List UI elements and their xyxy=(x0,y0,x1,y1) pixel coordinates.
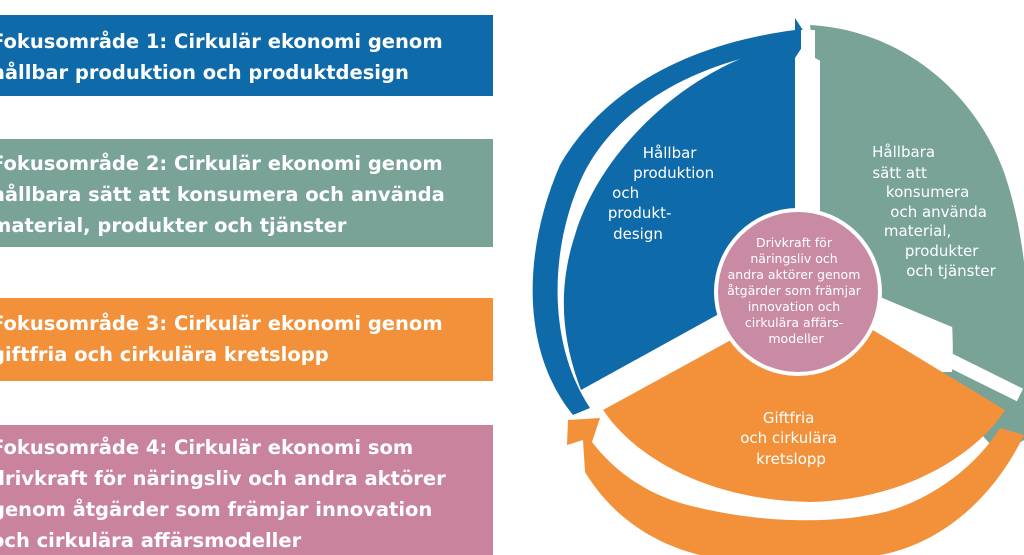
focus-area-2-line-2: hållbara sätt att konsumera och använda xyxy=(0,183,445,206)
hub-line-7: modeller xyxy=(768,331,824,346)
focus-area-4-line-1: Fokusområde 4: Cirkulär ekonomi som xyxy=(0,436,414,459)
segment-orange-label: Giftfria och cirkulära kretslopp xyxy=(740,409,842,468)
segment-teal-line-2: sätt att xyxy=(872,164,927,182)
segment-blue-line-3: och xyxy=(612,184,639,202)
hub-line-6: cirkulära affärs- xyxy=(745,315,843,330)
focus-area-1-box: Fokusområde 1: Cirkulär ekonomi genom hå… xyxy=(0,15,493,96)
hub-line-2: näringsliv och xyxy=(750,251,837,266)
focus-area-4-line-3: genom åtgärder som främjar innovation xyxy=(0,498,433,521)
focus-area-2-line-3: material, produkter och tjänster xyxy=(0,214,347,237)
segment-orange-line-3: kretslopp xyxy=(756,450,826,468)
segment-orange-line-2: och cirkulära xyxy=(740,429,837,447)
segment-teal-line-5: material, xyxy=(884,222,951,240)
segment-orange xyxy=(600,292,1005,502)
hub-label: Drivkraft för näringsliv och andra aktör… xyxy=(727,235,865,346)
focus-area-3-line-2: giftfria och cirkulära kretslopp xyxy=(0,343,329,366)
circular-economy-wheel: Hållbar produktion och produkt- design H… xyxy=(532,18,1024,555)
segment-teal-line-7: och tjänster xyxy=(906,262,996,280)
focus-area-4-box: Fokusområde 4: Cirkulär ekonomi som driv… xyxy=(0,425,493,555)
segment-teal-line-1: Hållbara xyxy=(872,143,935,161)
segment-blue-line-5: design xyxy=(613,225,663,243)
segment-teal-line-4: och använda xyxy=(890,203,987,221)
orange-arrow xyxy=(567,418,1024,555)
focus-area-4-line-2: drivkraft för näringsliv och andra aktör… xyxy=(0,467,446,490)
segment-orange-line-1: Giftfria xyxy=(763,409,815,427)
segment-blue-line-4: produkt- xyxy=(608,204,672,222)
hub-line-4: åtgärder som främjar xyxy=(727,283,862,298)
focus-area-2-box: Fokusområde 2: Cirkulär ekonomi genom hå… xyxy=(0,139,493,247)
hub-line-1: Drivkraft för xyxy=(756,235,833,250)
segment-blue-label: Hållbar produktion och produkt- design xyxy=(608,144,719,243)
segment-teal-line-3: konsumera xyxy=(886,183,969,201)
focus-area-3-line-1: Fokusområde 3: Cirkulär ekonomi genom xyxy=(0,312,443,335)
segment-teal-label: Hållbara sätt att konsumera och använda … xyxy=(872,143,996,280)
hub-line-3: andra aktörer genom xyxy=(728,267,861,282)
focus-area-4-line-4: och cirkulära affärsmodeller xyxy=(0,529,302,552)
focus-area-2-line-1: Fokusområde 2: Cirkulär ekonomi genom xyxy=(0,152,443,175)
hub-circle xyxy=(718,212,878,372)
hub-line-5: innovation och xyxy=(748,299,840,314)
segment-teal-line-6: produkter xyxy=(905,242,979,260)
focus-area-1-line-2: hållbar produktion och produktdesign xyxy=(0,61,409,84)
blue-arrow xyxy=(532,18,808,415)
focus-area-3-box: Fokusområde 3: Cirkulär ekonomi genom gi… xyxy=(0,298,493,381)
segment-blue-line-2: produktion xyxy=(633,164,714,182)
focus-area-1-line-1: Fokusområde 1: Cirkulär ekonomi genom xyxy=(0,30,443,53)
segment-blue-line-1: Hållbar xyxy=(643,144,698,162)
